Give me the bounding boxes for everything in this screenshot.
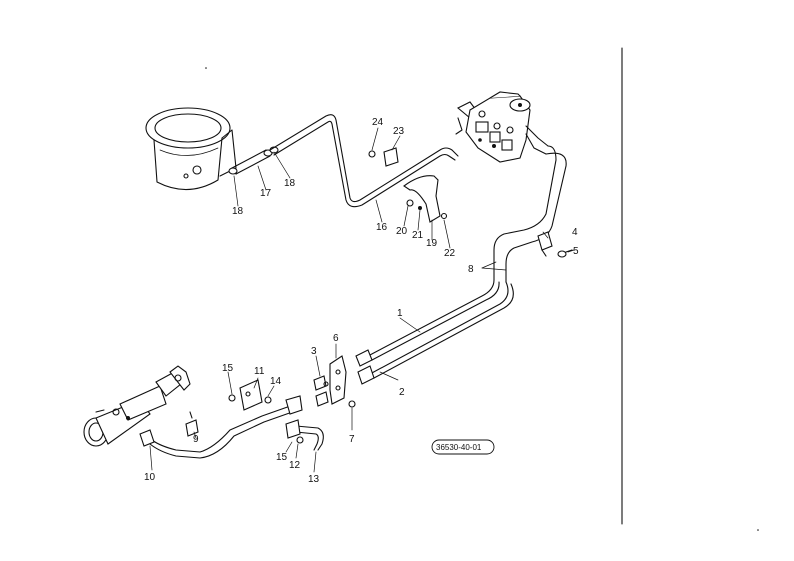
reference-code-box: 36530-40-01: [431, 439, 495, 455]
part-label-15b: 15: [276, 452, 288, 463]
bracket-11: [228, 379, 272, 411]
part-label-8: 8: [468, 264, 474, 275]
part-label-13: 13: [308, 474, 320, 485]
pipes-8: [493, 145, 567, 283]
leader-lines: [149, 127, 575, 473]
pipe-fittings: [355, 349, 375, 385]
part-label-23: 23: [393, 126, 405, 137]
speck: [757, 529, 759, 531]
part-label-7: 7: [349, 434, 355, 445]
part-label-5: 5: [573, 246, 579, 257]
part-label-17: 17: [260, 188, 272, 199]
bracket-6: [329, 355, 356, 408]
bracket-4: [537, 231, 573, 258]
part-label-18a: 18: [232, 206, 244, 217]
hose-13: [285, 419, 324, 451]
cylinder-assembly: [83, 365, 191, 447]
part-label-10: 10: [144, 472, 156, 483]
hose-lower: [139, 395, 303, 459]
part-label-22: 22: [444, 248, 456, 259]
pipe-2: [369, 281, 514, 379]
part-labels: 1 2 3 4 5 6 7 8 9 10 11 12 13 14 15 15 1…: [144, 117, 579, 485]
pipe-16: [269, 114, 459, 208]
part-label-11: 11: [254, 366, 265, 377]
part-label-19: 19: [426, 238, 438, 249]
fitting-3: [313, 375, 329, 407]
part-label-18b: 18: [284, 178, 296, 189]
part-label-21: 21: [412, 230, 424, 241]
reservoir-tank: [145, 107, 237, 191]
part-label-12: 12: [289, 460, 301, 471]
part-label-16: 16: [376, 222, 388, 233]
part-label-4: 4: [572, 227, 578, 238]
part-label-15a: 15: [222, 363, 234, 374]
valve-assembly: [455, 91, 549, 163]
fitting-9: [185, 411, 199, 437]
part-label-24: 24: [372, 117, 384, 128]
part-label-6: 6: [333, 333, 339, 344]
pipe-1: [367, 279, 500, 361]
part-label-9: 9: [193, 434, 199, 445]
bracket-19: [403, 175, 448, 223]
hose-17: [228, 146, 279, 175]
part-label-1: 1: [397, 308, 403, 319]
part-label-3: 3: [311, 346, 317, 357]
part-label-20: 20: [396, 226, 408, 237]
part-label-14: 14: [270, 376, 282, 387]
clip-23: [368, 147, 399, 167]
part-label-2: 2: [399, 387, 405, 398]
reference-code: 36530-40-01: [436, 443, 482, 452]
speck: [205, 67, 207, 69]
